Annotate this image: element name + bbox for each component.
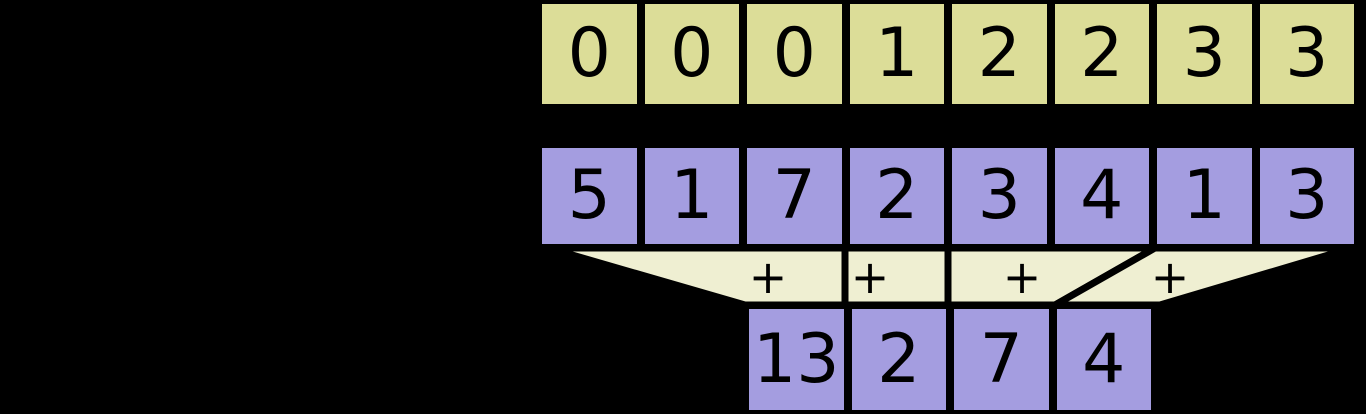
output-value-cell: 2 <box>847 305 950 414</box>
input-value-cell: 1 <box>640 144 743 248</box>
input-value-cell: 4 <box>1050 144 1153 248</box>
output-value-cell: 7 <box>950 305 1053 414</box>
input-value-cell: 2 <box>845 144 948 248</box>
output-values-row: 13 2 7 4 <box>745 305 1155 414</box>
input-value-cell: 7 <box>743 144 846 248</box>
reduction-connector-shape <box>547 244 1353 309</box>
input-value-cell: 5 <box>538 144 641 248</box>
segment-ids-row: 0 0 0 1 2 2 3 3 <box>538 0 1358 108</box>
segment-id-cell: 3 <box>1255 0 1358 108</box>
plus-operator-icon: + <box>1150 249 1190 304</box>
segment-id-cell: 2 <box>1050 0 1153 108</box>
output-value-cell: 4 <box>1052 305 1155 414</box>
reduce-group-0-shape <box>547 244 849 309</box>
segment-id-cell: 0 <box>640 0 743 108</box>
segment-id-cell: 1 <box>845 0 948 108</box>
reduction-connector <box>0 244 1366 309</box>
input-values-row: 5 1 7 2 3 4 1 3 <box>538 144 1358 248</box>
plus-operator-icon: + <box>1002 249 1042 304</box>
input-value-cell: 3 <box>1255 144 1358 248</box>
input-value-cell: 1 <box>1153 144 1256 248</box>
segment-id-cell: 0 <box>743 0 846 108</box>
segment-id-cell: 0 <box>538 0 641 108</box>
reduce-group-3-shape <box>1041 244 1353 309</box>
plus-operator-icon: + <box>748 249 788 304</box>
input-value-cell: 3 <box>948 144 1051 248</box>
segment-id-cell: 3 <box>1153 0 1256 108</box>
plus-operator-icon: + <box>850 249 890 304</box>
output-value-cell: 13 <box>745 305 848 414</box>
segment-id-cell: 2 <box>948 0 1051 108</box>
